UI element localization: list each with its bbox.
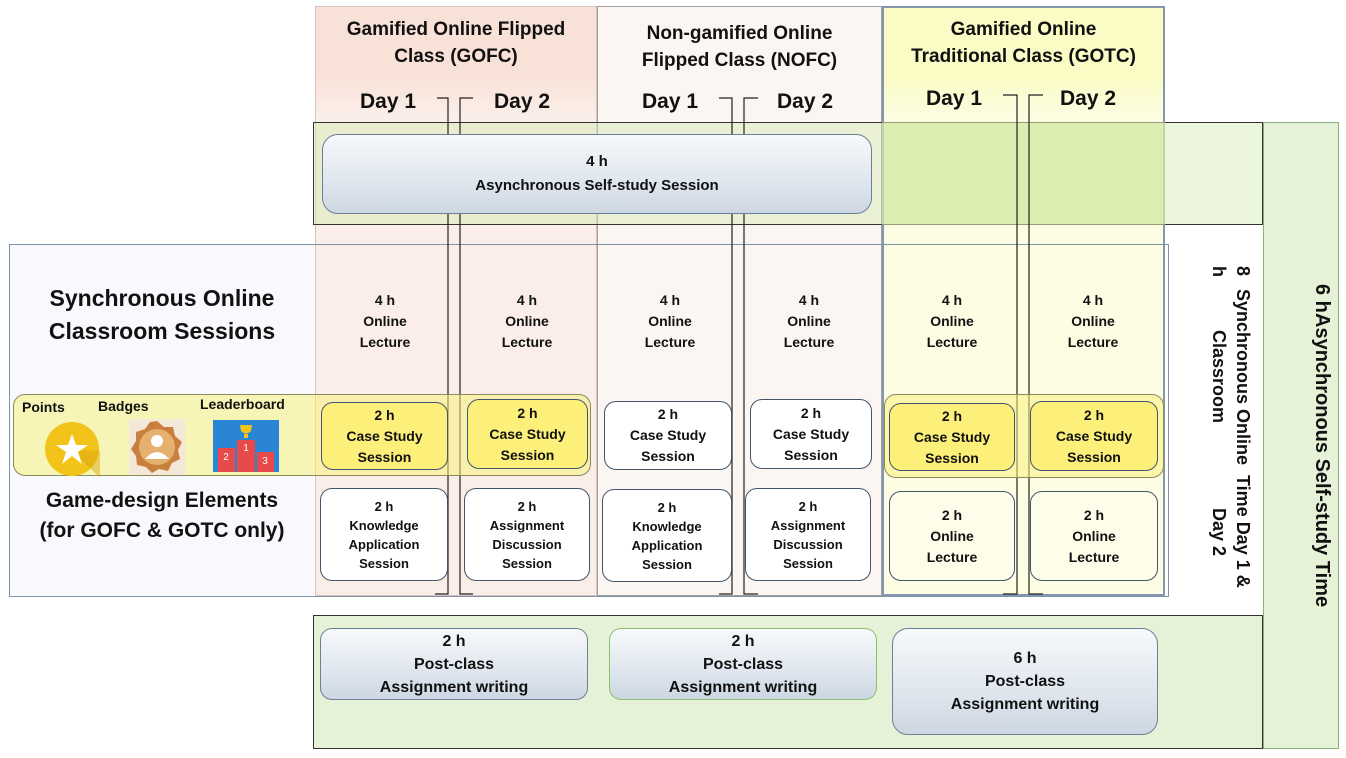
async-time-column	[1263, 122, 1339, 749]
svg-text:3: 3	[262, 456, 268, 467]
points-label: Points	[22, 399, 65, 415]
gotc-day2: Day 2	[1059, 87, 1117, 110]
gotc-day1: Day 1	[925, 87, 983, 110]
leaderboard-label: Leaderboard	[200, 396, 285, 412]
svg-text:2: 2	[223, 452, 229, 463]
nofc-day1: Day 1	[641, 90, 699, 113]
leaderboard-podium-icon: 2 1 3	[213, 420, 279, 472]
gotc-async-highlight	[882, 122, 1165, 225]
gofc-day1: Day 1	[359, 90, 417, 113]
game-elements-label: Game-design Elements(for GOFC & GOTC onl…	[39, 489, 285, 542]
badges-label: Badges	[98, 398, 149, 414]
badge-medal-icon	[129, 419, 185, 475]
sync-frame	[9, 244, 1169, 597]
points-star-icon	[45, 422, 100, 477]
gofc-day2: Day 2	[493, 90, 551, 113]
nofc-day2: Day 2	[776, 90, 834, 113]
svg-text:1: 1	[243, 443, 249, 454]
